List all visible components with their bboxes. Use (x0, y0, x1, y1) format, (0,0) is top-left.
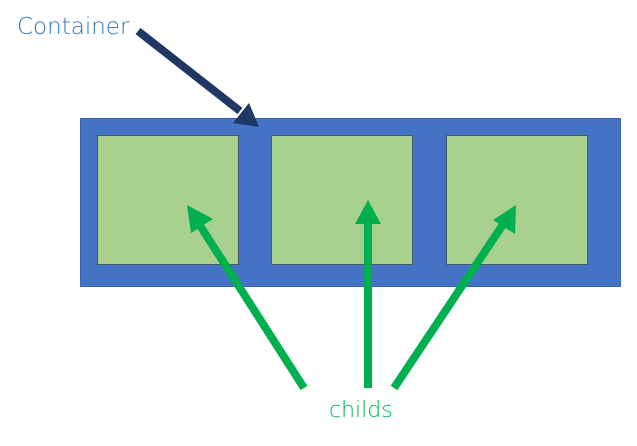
child-box-2 (271, 135, 413, 265)
child-arrow-3 (390, 205, 516, 391)
child-box-3 (446, 135, 588, 265)
container-label: Container (17, 14, 130, 40)
childs-label: childs (329, 398, 393, 423)
child-arrow-1 (187, 205, 308, 391)
container-arrow (135, 27, 259, 127)
child-arrow-2 (355, 200, 381, 388)
